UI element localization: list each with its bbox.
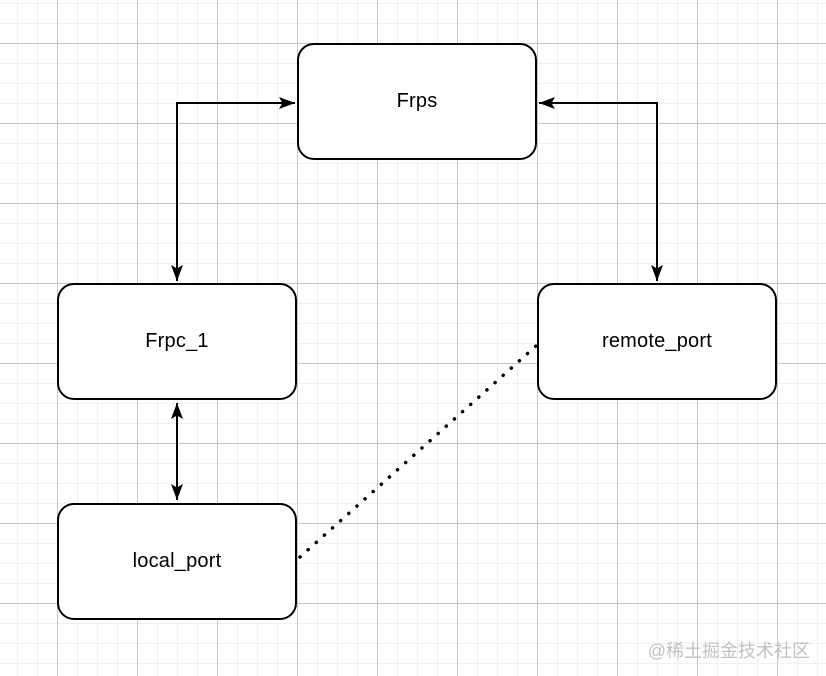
node-local-port-label: local_port — [132, 550, 222, 572]
node-frps-label: Frps — [396, 90, 438, 112]
node-remote-port-label: remote_port — [601, 330, 713, 352]
node-frps: Frps — [297, 43, 537, 160]
connector-remote-frps — [539, 97, 663, 281]
node-local-port: local_port — [57, 503, 297, 620]
connector-frpc1-frps — [171, 97, 295, 281]
connector-localport-remoteport-dotted — [298, 344, 538, 559]
node-frpc1: Frpc_1 — [57, 283, 297, 400]
node-frpc1-label: Frpc_1 — [145, 330, 209, 352]
watermark: @稀土掘金技术社区 — [647, 641, 810, 661]
node-remote-port: remote_port — [537, 283, 777, 400]
